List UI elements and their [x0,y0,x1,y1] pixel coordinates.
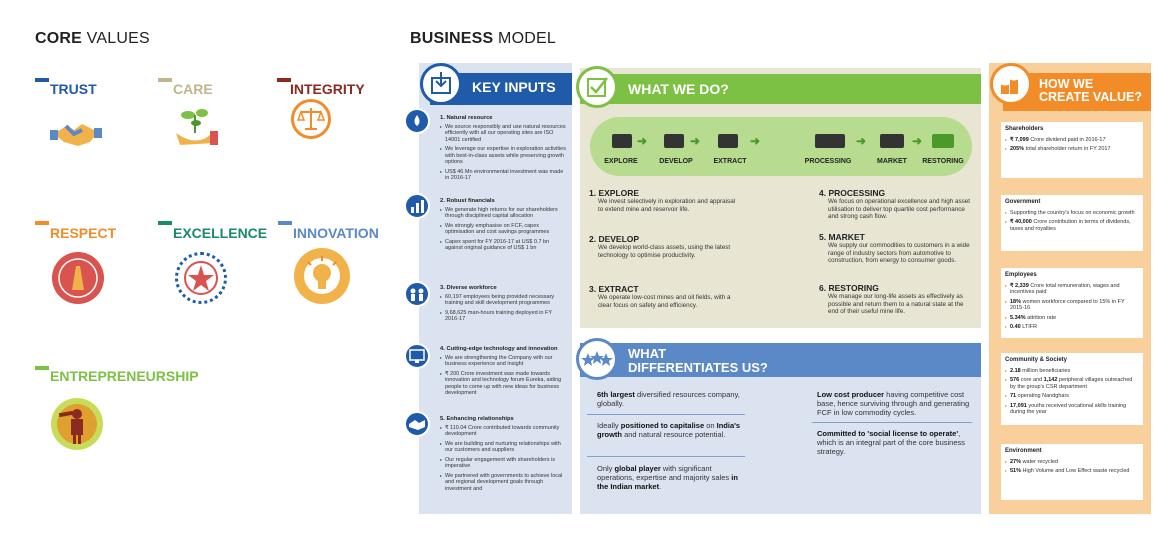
innovation-bar [278,221,292,225]
arrow-right-icon: ➜ [637,134,648,148]
checkbox-icon [576,66,618,108]
market-truck-icon [880,134,904,148]
wwd-processing-section: 4. PROCESSING We focus on operational ex… [819,188,971,220]
business-model-heading: BUSINESS MODEL [410,30,556,47]
lightbulb-gear-icon [294,248,350,304]
processing-icon [815,134,845,148]
value-box-government: Government Supporting the country's focu… [1001,195,1143,251]
scales-icon [291,99,331,139]
diff-global-player: Only global player with significant oper… [597,464,738,491]
value-excellence-label: EXCELLENCE [173,225,268,241]
key-input-item: 4. Cutting-edge technology and innovatio… [440,346,566,400]
coins-icon [990,63,1032,105]
namaste-icon [52,252,104,304]
diff-low-cost: Low cost producer having competitive cos… [817,390,970,417]
restoring-icon [932,134,954,148]
divider [587,456,745,457]
process-strip [590,117,972,176]
arrow-right-icon: ➜ [750,134,761,148]
diff-india-growth: Ideally positioned to capitalise on Indi… [597,421,741,439]
differentiates-title: WHAT DIFFERENTIATES US? [580,343,981,377]
extract-icon [718,134,738,148]
telescope-person-icon [51,398,103,450]
monitor-icon [404,343,430,369]
wwd-market-section: 5. MARKET We supply our commodities to c… [819,232,970,264]
divider [812,422,972,423]
care-bar [158,78,172,82]
value-box-community: Community & Society 2.18 million benefic… [1001,353,1143,425]
key-input-item: 2. Robust financials We generate high re… [440,198,566,255]
key-input-item: 3. Diverse workforce 60,197 employees be… [440,285,566,326]
value-care-label: CARE [173,81,213,97]
key-input-item: 1. Natural resource We source responsibl… [440,115,566,185]
develop-icon [664,134,684,148]
handshake-small-icon [404,411,430,437]
value-innovation-label: INNOVATION [293,225,379,241]
oil-drop-icon [404,108,430,134]
excellence-bar [158,221,172,225]
core-values-heading: CORE VALUES [35,30,150,47]
value-trust-label: TRUST [50,81,97,97]
integrity-bar [277,78,291,82]
value-box-employees: Employees ₹ 2,339 Crore total remunerati… [1001,268,1143,338]
arrow-right-icon: ➜ [690,134,701,148]
arrow-right-icon: ➜ [856,134,867,148]
arrow-right-icon: ➜ [912,134,923,148]
wwd-explore-section: 1. EXPLORE We invest selectively in expl… [589,188,736,213]
divider [587,414,745,415]
diff-largest: 6th largest diversified resources compan… [597,390,740,408]
value-box-environment: Environment 27% water recycled 51% High … [1001,444,1143,500]
respect-bar [35,221,49,225]
what-we-do-panel [580,68,981,328]
plant-in-hand-icon [170,103,222,155]
wwd-restoring-section: 6. RESTORING We manage our long-life ass… [819,283,964,315]
step-explore: EXPLORE [604,158,638,165]
key-input-item: 5. Enhancing relationships ₹ 110.04 Cror… [440,416,566,495]
step-extract: EXTRACT [713,158,747,165]
step-develop: DEVELOP [659,158,693,165]
what-we-do-title: WHAT WE DO? [580,74,981,104]
step-restoring: RESTORING [922,158,964,165]
star-badge-icon [175,252,227,304]
diff-social-license: Committed to 'social license to operate'… [817,429,965,456]
trust-bar [35,78,49,82]
wwd-develop-section: 2. DEVELOP We develop world-class assets… [589,234,731,259]
value-entrepreneurship-label: ENTREPRENEURSHIP [50,368,199,384]
people-icon [404,281,430,307]
value-box-shareholders: Shareholders ₹ 7,099 Crore dividend paid… [1001,122,1143,178]
wwd-extract-section: 3. EXTRACT We operate low-cost mines and… [589,284,731,309]
handshake-icon [50,112,102,164]
bar-chart-icon [404,193,430,219]
step-market: MARKET [877,158,907,165]
step-processing: PROCESSING [804,158,852,165]
value-integrity-label: INTEGRITY [290,81,365,97]
download-box-icon [420,63,462,105]
entrepreneurship-bar [35,366,49,370]
stars-icon [576,338,618,380]
explore-icon [612,134,632,148]
value-respect-label: RESPECT [50,225,117,241]
